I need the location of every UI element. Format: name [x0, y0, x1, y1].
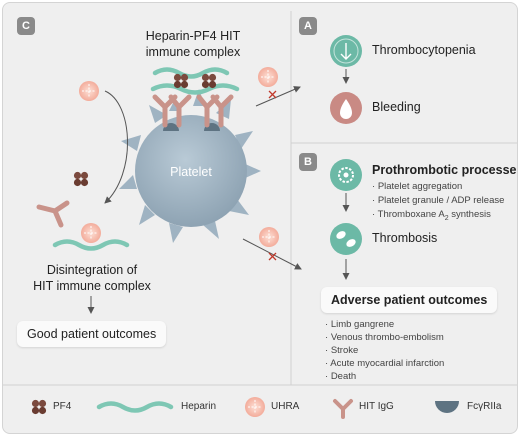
legend-uhra-label: UHRA	[271, 401, 300, 412]
process-item-3: · Thromboxane A2 synthesis	[372, 209, 491, 222]
outcome-item: · Acute myocardial infarction	[325, 358, 445, 369]
process-item-1: · Platelet aggregation	[372, 181, 463, 192]
good-outcomes-box: Good patient outcomes	[17, 321, 167, 347]
platelet	[119, 89, 261, 243]
uhra-left-bottom	[80, 222, 102, 244]
panel-a-badge: A	[299, 17, 317, 35]
complex-heparin-top	[152, 67, 230, 79]
bleeding-label: Bleeding	[372, 100, 421, 114]
bleeding-icon	[330, 92, 362, 124]
legend-heparin-label: Heparin	[181, 401, 217, 412]
block-mark-bottom	[268, 252, 277, 261]
legend-pf4-icon	[31, 399, 47, 415]
legend-uhra-icon	[244, 396, 266, 418]
disintegration-line1: Disintegration of	[46, 263, 138, 277]
disintegration-line2: HIT immune complex	[33, 279, 151, 293]
adverse-outcomes-box: Adverse patient outcomes	[321, 287, 498, 313]
legend-heparin-icon	[96, 401, 174, 413]
curved-arrow-disintegration	[104, 90, 128, 204]
panel-b-badge: B	[299, 153, 317, 171]
diagram-graphics	[3, 11, 517, 419]
panel-c-badge: C	[17, 17, 35, 35]
legend-hit-igg-icon	[333, 399, 353, 419]
outcome-item: · Death	[325, 371, 357, 382]
complex-heparin-bottom	[150, 83, 240, 95]
legend-pf4-label: PF4	[53, 401, 72, 412]
complex-pf4-right	[201, 73, 217, 89]
legend-fcgriia-icon	[435, 401, 459, 413]
prothrombotic-label: Prothrombotic processes	[372, 163, 518, 177]
hit-igg-on-platelet	[152, 94, 234, 128]
outcome-item: · Venous thrombo-embolism	[325, 332, 444, 343]
thrombocytopenia-icon	[330, 35, 362, 67]
platelet-label: Platelet	[170, 165, 212, 179]
arrow-to-thrombosis	[242, 238, 302, 270]
prothrombotic-icon	[330, 159, 362, 191]
thrombosis-icon	[330, 223, 362, 255]
complex-title-line2: immune complex	[145, 45, 241, 59]
thrombocytopenia-label: Thrombocytopenia	[372, 43, 476, 57]
complex-title-line1: Heparin-PF4 HIT	[145, 29, 241, 43]
uhra-left-top	[78, 80, 100, 102]
process-item-2: · Platelet granule / ADP release	[372, 195, 505, 206]
arrow-to-thrombocytopenia	[255, 86, 301, 107]
free-heparin	[52, 239, 130, 251]
block-mark-top	[268, 90, 277, 99]
free-pf4	[73, 171, 89, 187]
uhra-top	[257, 66, 279, 88]
outcome-item: · Stroke	[325, 345, 359, 356]
thrombosis-label: Thrombosis	[372, 231, 438, 245]
free-hit-igg	[36, 200, 70, 228]
legend-fcgriia-label: FcγRIIa	[467, 401, 502, 412]
uhra-bottom	[258, 226, 280, 248]
outcome-item: · Limb gangrene	[325, 319, 395, 330]
legend-hit-igg-label: HIT IgG	[359, 401, 394, 412]
